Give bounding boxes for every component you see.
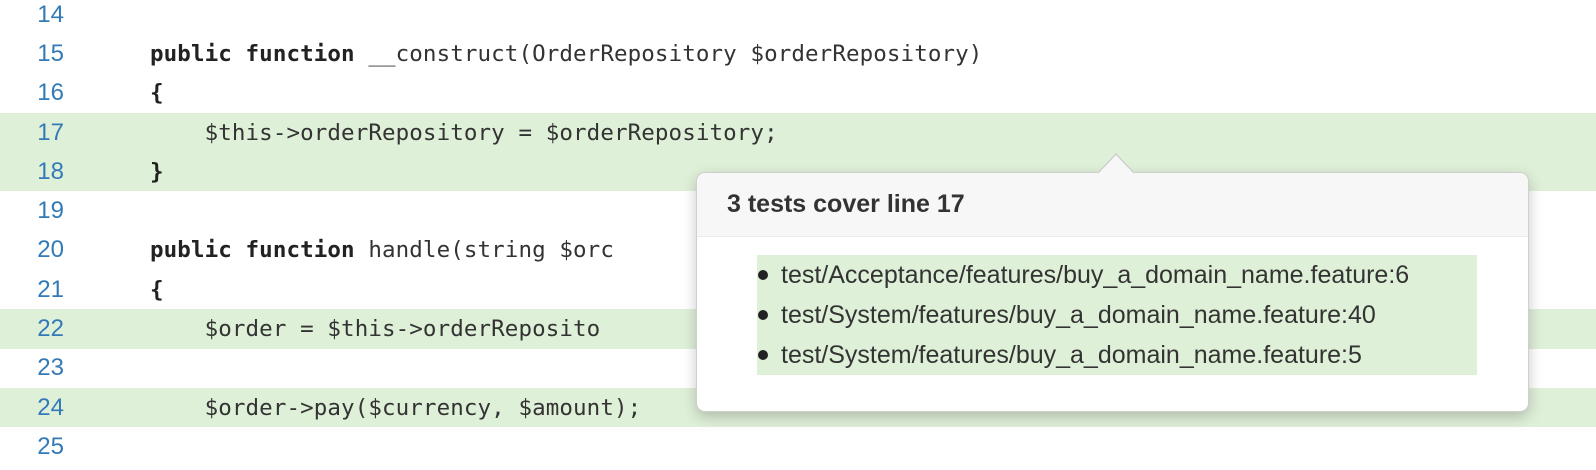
popover-arrow-fill xyxy=(1098,155,1134,174)
bullet-icon xyxy=(758,310,768,320)
line-number[interactable]: 20 xyxy=(37,236,64,264)
line-code: $order->pay($currency, $amount); xyxy=(150,388,642,427)
code-line-16[interactable]: 16 { xyxy=(0,74,1596,113)
popover-content: test/Acceptance/features/buy_a_domain_na… xyxy=(697,237,1528,375)
code-line-14[interactable]: 14 xyxy=(0,0,1596,34)
code-keyword: public function xyxy=(150,40,355,67)
code-text: $order = $this->orderReposito xyxy=(150,316,601,343)
code-text: __construct(OrderRepository $orderReposi… xyxy=(354,40,983,67)
line-code: $this->orderRepository = $orderRepositor… xyxy=(150,113,778,152)
code-line-25[interactable]: 25 xyxy=(0,427,1596,466)
test-list-item: test/Acceptance/features/buy_a_domain_na… xyxy=(757,255,1500,295)
line-code: { xyxy=(150,74,164,113)
code-keyword: public function xyxy=(150,237,355,264)
code-keyword: { xyxy=(150,276,164,303)
test-list-item: test/System/features/buy_a_domain_name.f… xyxy=(757,335,1500,375)
test-list-item: test/System/features/buy_a_domain_name.f… xyxy=(757,295,1500,335)
line-number[interactable]: 18 xyxy=(37,157,64,185)
line-number[interactable]: 23 xyxy=(37,354,64,382)
test-link[interactable]: test/System/features/buy_a_domain_name.f… xyxy=(757,295,1477,335)
line-number[interactable]: 25 xyxy=(37,432,64,460)
test-list: test/Acceptance/features/buy_a_domain_na… xyxy=(757,255,1500,375)
code-line-17[interactable]: 17 $this->orderRepository = $orderReposi… xyxy=(0,112,1596,153)
bullet-icon xyxy=(758,270,768,280)
code-text: $order->pay($currency, $amount); xyxy=(150,394,642,421)
test-link[interactable]: test/Acceptance/features/buy_a_domain_na… xyxy=(757,255,1477,295)
popover-title: 3 tests cover line 17 xyxy=(697,173,1528,237)
line-code: { xyxy=(150,270,164,309)
test-link[interactable]: test/System/features/buy_a_domain_name.f… xyxy=(757,335,1477,375)
line-number[interactable]: 22 xyxy=(37,315,64,343)
code-line-21[interactable]: 21 { xyxy=(0,270,1596,309)
line-number[interactable]: 19 xyxy=(37,197,64,225)
coverage-popover: 3 tests cover line 17 test/Acceptance/fe… xyxy=(696,172,1529,412)
code-line-15[interactable]: 15 public function __construct(OrderRepos… xyxy=(0,34,1596,73)
bullet-icon xyxy=(758,350,768,360)
code-text: handle(string $orc xyxy=(354,237,614,264)
line-number[interactable]: 17 xyxy=(37,118,64,146)
code-line-20[interactable]: 20 public function handle(string $orc xyxy=(0,231,1596,270)
code-line-19[interactable]: 19 xyxy=(0,191,1596,230)
line-code: public function handle(string $orc xyxy=(150,231,614,270)
line-number[interactable]: 24 xyxy=(37,393,64,421)
line-number[interactable]: 14 xyxy=(37,0,64,28)
line-number[interactable]: 15 xyxy=(37,39,64,67)
code-line-23[interactable]: 23 xyxy=(0,349,1596,388)
line-code: public function __construct(OrderReposit… xyxy=(150,34,982,73)
line-code: } xyxy=(150,152,164,191)
code-text: $this->orderRepository = $orderRepositor… xyxy=(150,119,778,146)
line-number[interactable]: 21 xyxy=(37,275,64,303)
line-code: $order = $this->orderReposito xyxy=(150,309,601,348)
code-keyword: } xyxy=(150,158,164,185)
line-number[interactable]: 16 xyxy=(37,79,64,107)
code-keyword: { xyxy=(150,80,164,107)
